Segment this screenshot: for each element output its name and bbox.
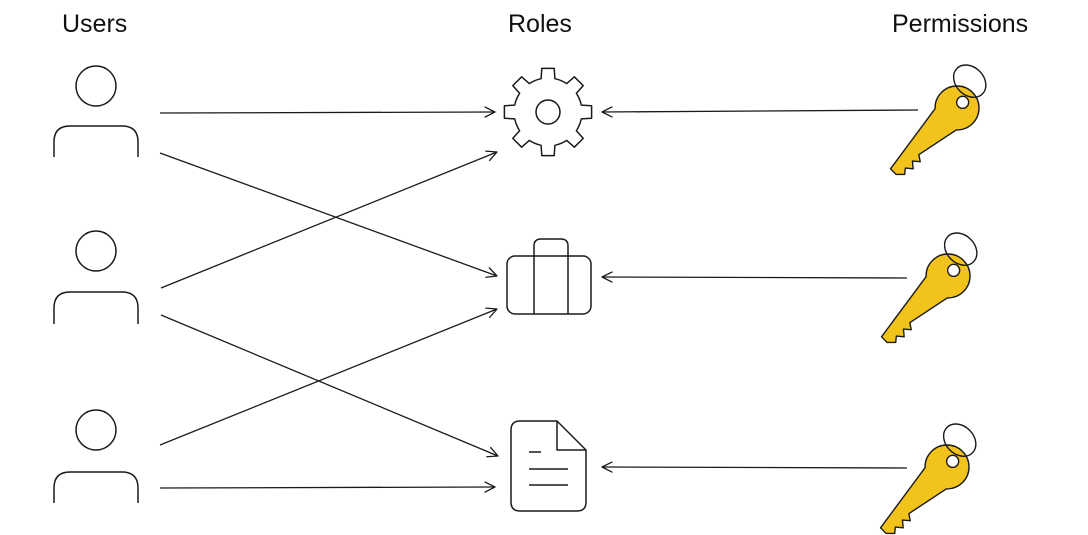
key-ring (942, 423, 977, 457)
user-role-arrows (159, 106, 499, 493)
key-body (889, 85, 980, 176)
key-hole (955, 95, 970, 110)
key-hole (946, 263, 961, 278)
key-body (880, 253, 971, 344)
arrow-user3-briefcase (159, 307, 498, 446)
user-icon (53, 230, 139, 324)
gear-icon (503, 67, 593, 157)
permission-role-arrows (601, 106, 919, 473)
arrow-key3-document (601, 461, 908, 473)
users-heading: Users (62, 10, 128, 38)
arrow-user3-document (159, 481, 496, 493)
key-icon (880, 232, 978, 344)
arrow-user2-document (160, 314, 499, 458)
briefcase-icon (506, 238, 592, 315)
arrow-user1-gear (159, 106, 496, 118)
permissions-heading: Permissions (892, 10, 1029, 38)
arrow-key2-briefcase (601, 271, 908, 283)
user-icon (53, 409, 139, 503)
key-icon (889, 64, 987, 176)
key-ring (943, 232, 978, 266)
key-body (879, 444, 970, 535)
arrow-key1-gear (601, 106, 919, 118)
key-hole (945, 454, 960, 469)
arrow-user2-gear (160, 150, 498, 289)
arrow-user1-briefcase (159, 152, 498, 278)
key-icon (879, 423, 977, 535)
key-ring (952, 64, 987, 98)
user-icon (53, 65, 139, 157)
document-icon (510, 420, 587, 512)
roles-heading: Roles (508, 10, 572, 38)
